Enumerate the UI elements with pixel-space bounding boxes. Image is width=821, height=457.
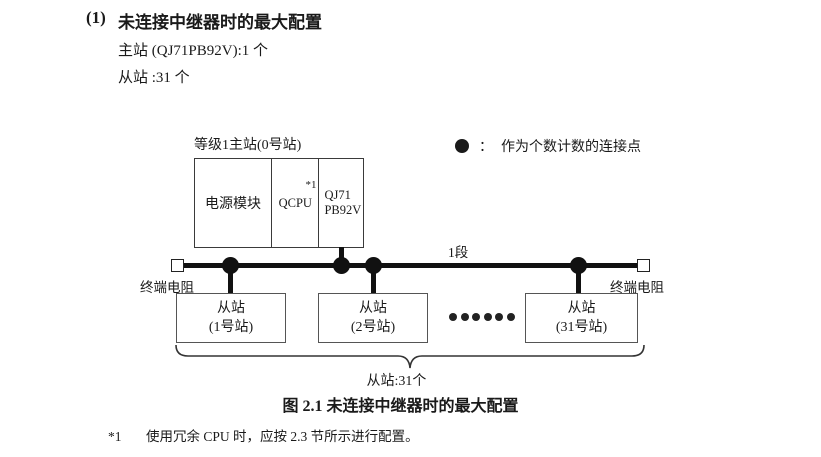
footnote-text: 使用冗余 CPU 时，应按 2.3 节所示进行配置。 bbox=[146, 429, 419, 444]
master-rack: 电源模块 QCPU *1 QJ71 PB92V bbox=[194, 158, 364, 248]
ellipsis-dot-icon bbox=[472, 313, 481, 321]
slave-station-box: 从站 (2号站) bbox=[318, 293, 428, 343]
network-module-cell: QJ71 PB92V bbox=[319, 159, 363, 247]
figure-caption: 图 2.1 未连接中继器时的最大配置 bbox=[282, 398, 519, 415]
slave-station-box: 从站 (31号站) bbox=[525, 293, 638, 343]
terminator-left-icon bbox=[171, 259, 184, 272]
brace-icon bbox=[175, 344, 645, 369]
slave-count-label: 从站:31个 bbox=[366, 374, 427, 389]
legend-separator: ： bbox=[479, 140, 493, 155]
bus-line bbox=[178, 263, 642, 268]
ellipsis-dot-icon bbox=[495, 313, 504, 321]
heading-number: (1) bbox=[86, 8, 106, 27]
slave-name: 从站 bbox=[567, 301, 596, 316]
ellipsis-dot-icon bbox=[483, 313, 492, 321]
ellipsis-dot-icon bbox=[449, 313, 457, 321]
terminator-left-label: 终端电阻 bbox=[140, 280, 194, 295]
slave-count-brace bbox=[170, 344, 650, 375]
page-title: 未连接中继器时的最大配置 bbox=[118, 13, 322, 32]
brace-label-wrapper: 从站:31个 bbox=[0, 370, 821, 390]
figure-caption-wrapper: 图 2.1 未连接中继器时的最大配置 bbox=[0, 392, 821, 416]
ellipsis-dots bbox=[449, 313, 515, 321]
slave-name: 从站 bbox=[359, 301, 387, 316]
slave-name: 从站 bbox=[217, 301, 245, 316]
ellipsis-dot-icon bbox=[460, 313, 469, 321]
legend-label: 作为个数计数的连接点 bbox=[501, 140, 641, 155]
spec-line-slave: 从站 :31 个 bbox=[118, 70, 190, 86]
power-module-cell: 电源模块 bbox=[195, 159, 273, 247]
terminator-right-icon bbox=[637, 259, 650, 272]
legend: ： 作为个数计数的连接点 bbox=[455, 136, 641, 156]
footnote: *1 使用冗余 CPU 时，应按 2.3 节所示进行配置。 bbox=[108, 425, 419, 445]
power-module-label: 电源模块 bbox=[205, 197, 262, 212]
slave-station-number: (1号站) bbox=[208, 320, 254, 335]
cpu-module-cell: QCPU *1 bbox=[272, 159, 320, 247]
master-station-label: 等级1主站(0号站) bbox=[194, 138, 302, 153]
slave-2-drop-line bbox=[371, 266, 376, 295]
cpu-module-label: QCPU bbox=[278, 195, 312, 210]
connection-node-icon bbox=[365, 257, 382, 274]
connection-node-icon bbox=[570, 257, 587, 274]
segment-label: 1段 bbox=[448, 245, 469, 260]
terminator-right-label: 终端电阻 bbox=[610, 280, 664, 295]
slave-1-drop-line bbox=[228, 266, 233, 295]
spec-line-master: 主站 (QJ71PB92V):1 个 bbox=[118, 43, 269, 59]
slave-station-number: (2号站) bbox=[350, 320, 396, 335]
slave-station-number: (31号站) bbox=[555, 320, 608, 335]
filled-circle-icon bbox=[455, 139, 469, 153]
slave-3-drop-line bbox=[576, 266, 581, 295]
connection-node-icon bbox=[222, 257, 239, 274]
slave-station-box: 从站 (1号站) bbox=[176, 293, 286, 343]
ellipsis-dot-icon bbox=[506, 313, 515, 321]
footnote-marker: *1 bbox=[108, 429, 122, 444]
cpu-footnote-marker: *1 bbox=[305, 179, 317, 191]
connection-node-icon bbox=[333, 257, 350, 274]
network-module-label-line2: PB92V bbox=[324, 203, 362, 217]
network-module-label-line1: QJ71 bbox=[324, 188, 351, 202]
